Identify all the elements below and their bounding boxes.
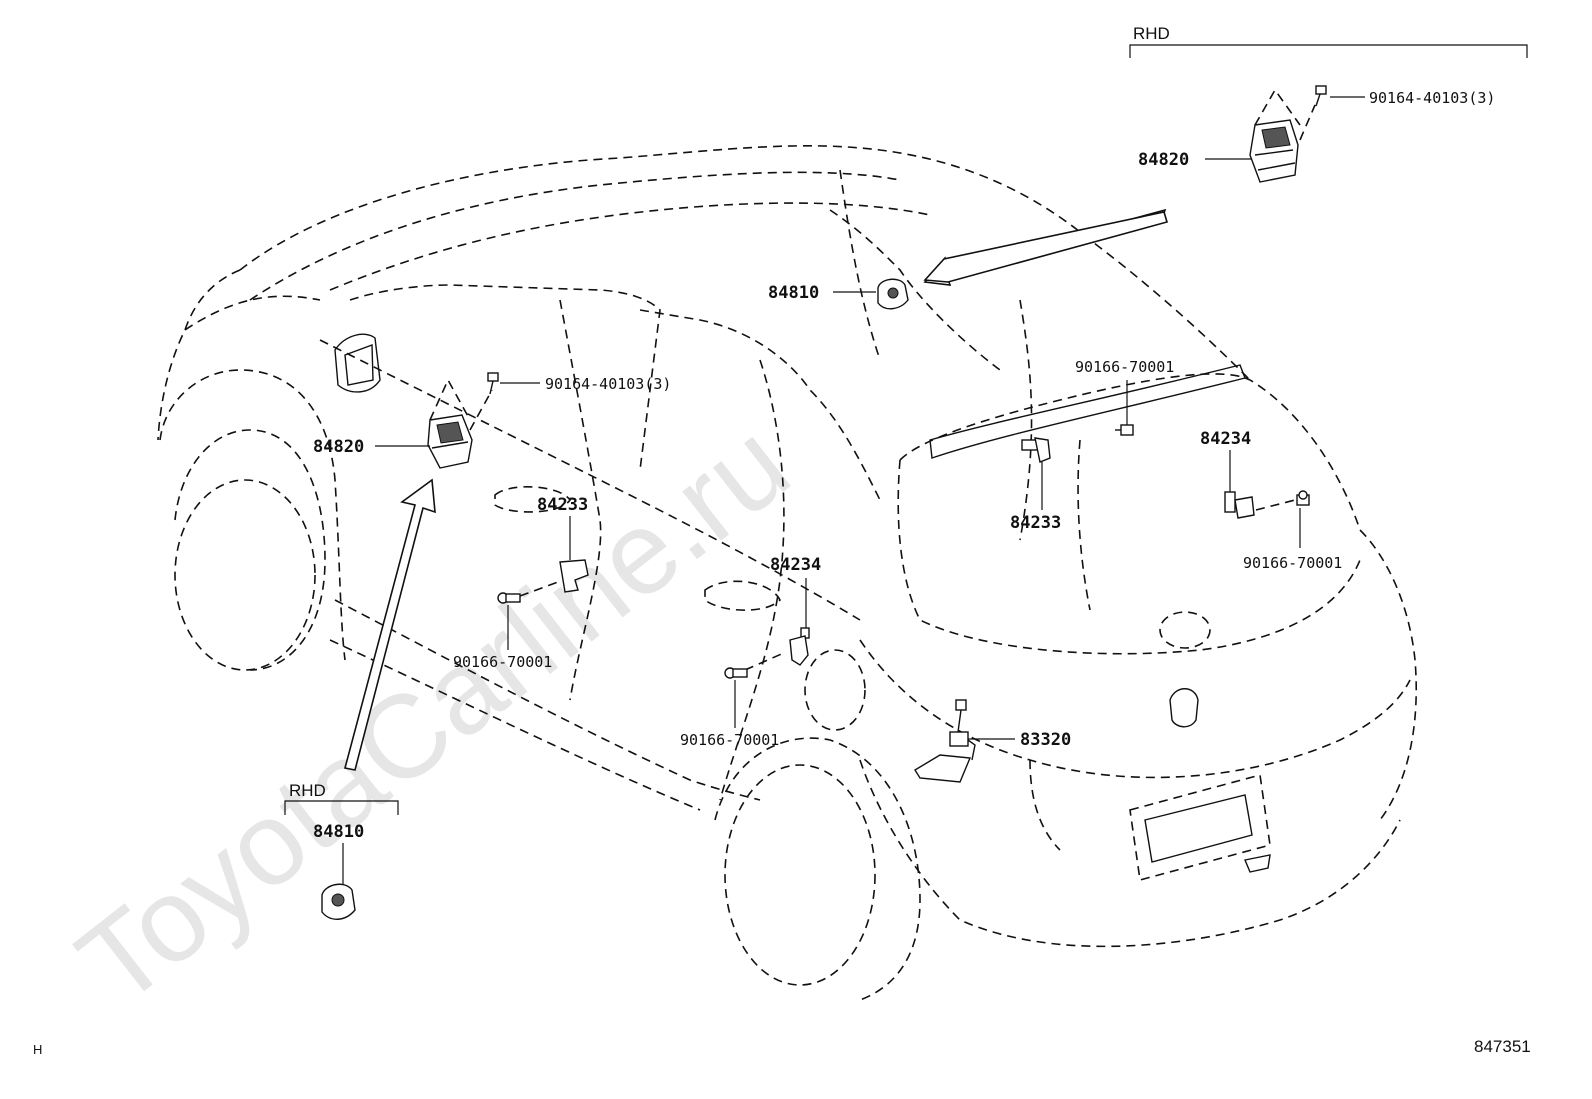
label-switch-tailgate-center: 84233 <box>1010 513 1061 533</box>
screw-rear-courtesy[interactable] <box>724 667 748 679</box>
rhd-label-top: RHD <box>1133 24 1170 43</box>
car-body-outline <box>157 145 1418 1001</box>
switch-tailgate-right[interactable] <box>1224 491 1255 519</box>
label-screw-front-door: 90164-40103(3) <box>545 375 671 393</box>
switch-tailgate-center[interactable] <box>1021 437 1051 463</box>
fuel-sensor[interactable] <box>914 699 976 783</box>
switch-front-door[interactable] <box>427 378 493 469</box>
switch-rear-courtesy[interactable] <box>789 627 810 666</box>
label-switch-tailgate-right: 84234 <box>1200 429 1251 449</box>
direction-arrow-rear <box>923 208 1169 286</box>
label-switch-rear: 84810 <box>768 283 819 303</box>
label-screw-top: 90164-40103(3) <box>1369 89 1495 107</box>
screw-front-courtesy[interactable] <box>497 592 521 604</box>
label-fuel-sensor: 83320 <box>1020 730 1071 750</box>
label-screw-rear-courtesy: 90166-70001 <box>680 731 779 749</box>
rhd-bracket-bottom: RHD <box>284 781 399 815</box>
label-screw-tailgate: 90166-70001 <box>1075 358 1174 376</box>
rhd-bracket-top: RHD <box>1129 24 1528 58</box>
screw-front-door[interactable] <box>487 372 499 395</box>
label-screw-right: 90166-70001 <box>1243 554 1342 572</box>
corner-code: H <box>33 1042 42 1057</box>
switch-front-courtesy[interactable] <box>559 559 589 593</box>
figure-number: 847351 <box>1474 1037 1531 1056</box>
rhd-label-bottom: RHD <box>289 781 326 800</box>
label-switch-rear-courtesy: 84234 <box>770 555 821 575</box>
door-switch-top[interactable] <box>1249 88 1316 183</box>
screw-tailgate[interactable] <box>1115 424 1134 436</box>
screw-right[interactable] <box>1296 490 1310 506</box>
label-switch-top: 84820 <box>1138 150 1189 170</box>
switch-bottom[interactable] <box>321 883 356 920</box>
switch-rear[interactable] <box>877 278 909 310</box>
screw-top[interactable] <box>1315 85 1327 107</box>
label-screw-front-courtesy: 90166-70001 <box>453 653 552 671</box>
direction-arrow-side <box>344 478 436 771</box>
label-switch-bottom: 84810 <box>313 822 364 842</box>
label-switch-front-courtesy: 84233 <box>537 495 588 515</box>
label-switch-front-door: 84820 <box>313 437 364 457</box>
